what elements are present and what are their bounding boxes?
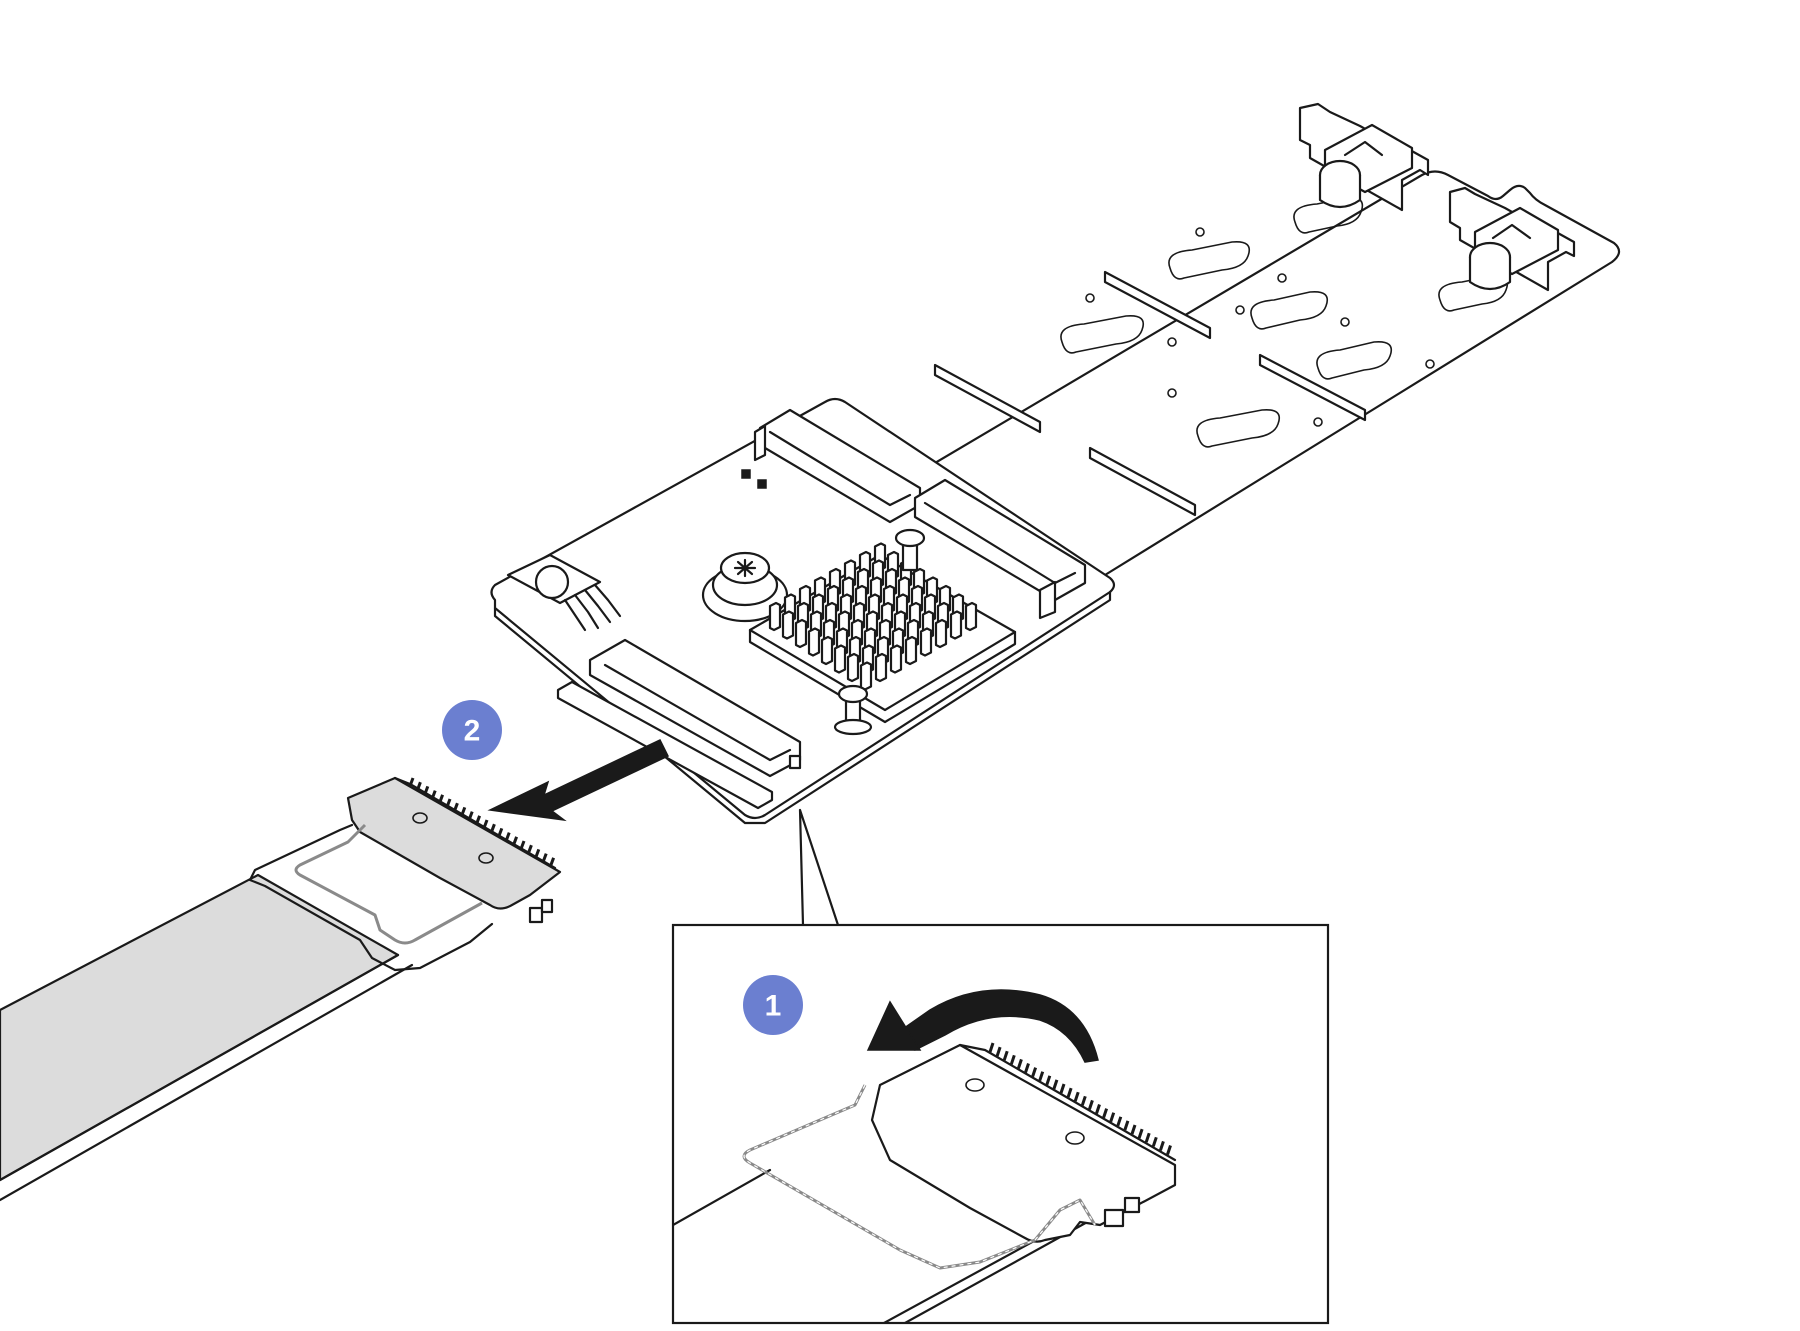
connector-pin (438, 794, 445, 804)
connector-pin (408, 777, 415, 787)
connector-pin (541, 853, 548, 863)
pull-direction-arrow (487, 739, 670, 822)
connector-pin (489, 823, 496, 833)
step-number-2: 2 (464, 715, 481, 748)
connector-pin (1144, 1132, 1151, 1143)
connector-pin (512, 836, 519, 846)
heatsink-fin (807, 627, 821, 657)
connector-pin (475, 815, 482, 825)
connector-pin (1166, 1145, 1172, 1155)
connector-pin (482, 819, 489, 829)
connector-pin (460, 806, 467, 816)
heatsink-fin (781, 610, 795, 640)
connector-pin (1123, 1120, 1130, 1131)
connector-pin (1016, 1058, 1023, 1069)
connector-pin (519, 840, 526, 850)
heatsink-fin (820, 635, 834, 666)
connector-pin (430, 790, 437, 800)
heatsink-fin (859, 661, 873, 691)
rotate-latch-arrow (866, 989, 1099, 1063)
connector-pin (549, 857, 556, 867)
heatsink-fin (794, 618, 808, 649)
m2-tray (840, 102, 1621, 577)
connector-pin (1116, 1116, 1123, 1127)
heatsink-fin (874, 652, 888, 683)
connector-pin (1137, 1128, 1144, 1139)
tray-holes (1085, 227, 1435, 427)
connector-pin (1130, 1124, 1137, 1135)
connector-pin (1038, 1071, 1045, 1082)
standoff-screw (701, 551, 789, 623)
connector-pin (1087, 1099, 1094, 1110)
heatsink-fin (833, 644, 847, 674)
m2-adapter-board (490, 397, 1116, 825)
connector-pin (1158, 1140, 1165, 1151)
connector-pin (1009, 1054, 1016, 1065)
connector-pin (988, 1042, 995, 1053)
connector-pin (1045, 1075, 1052, 1086)
connector-pin (1151, 1136, 1158, 1147)
mcio-cable (0, 776, 562, 1202)
connector-pin (995, 1046, 1002, 1057)
connector-pin (497, 827, 504, 837)
step-number-1: 1 (765, 990, 782, 1023)
connector-pin (445, 798, 452, 808)
connector-pin (415, 781, 422, 791)
step-badge-1: 1 (743, 975, 803, 1035)
connector-pin (504, 832, 511, 842)
connector-pin (1073, 1091, 1080, 1102)
connector-pin (1031, 1067, 1038, 1078)
keyhole-slots (1060, 240, 1393, 448)
connector-pin (452, 802, 459, 812)
callout-leader (798, 808, 840, 927)
heatsink-fin (904, 635, 918, 666)
board-posts (833, 528, 926, 736)
connector-pin (1109, 1112, 1116, 1123)
connector-pin (1059, 1083, 1066, 1094)
heatsink-fin (846, 652, 860, 683)
cable-connector-slot (556, 638, 802, 810)
connector-pin (423, 785, 430, 795)
heatsink (748, 542, 1017, 724)
connector-pin (1080, 1095, 1087, 1106)
retainer-clip-1 (1293, 102, 1430, 234)
connector-pin (534, 848, 541, 858)
connector-pin (1002, 1050, 1009, 1061)
m2-slot-upper-2 (913, 478, 1087, 620)
heatsink-fin (964, 601, 978, 632)
retainer-clip-2 (1438, 186, 1576, 312)
connector-pin (1066, 1087, 1073, 1098)
heatsink-fin (919, 627, 933, 657)
step-badge-2: 2 (442, 700, 502, 760)
heatsink-fin (934, 618, 948, 649)
heatsink-fin (889, 644, 903, 674)
ic-component (506, 553, 622, 632)
heatsink-fin (949, 610, 963, 640)
connector-pin (1024, 1063, 1030, 1073)
connector-pin (467, 811, 474, 821)
connector-pin (1095, 1104, 1101, 1114)
connector-pin (526, 844, 533, 854)
heatsink-fin (768, 601, 782, 632)
connector-pin (1102, 1108, 1109, 1119)
connector-pin (1052, 1079, 1059, 1090)
